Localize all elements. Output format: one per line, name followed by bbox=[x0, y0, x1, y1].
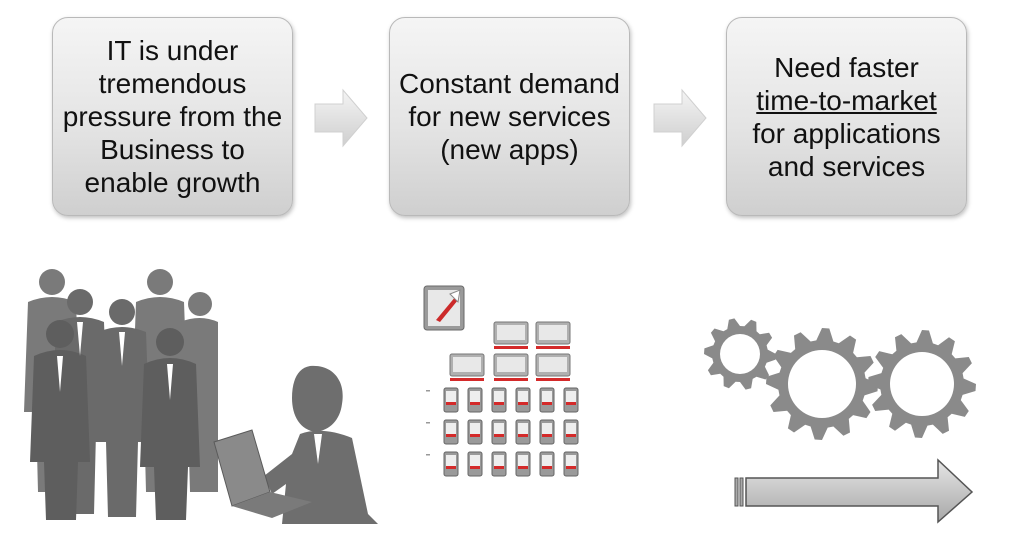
step-box-it-pressure: IT is under tremendous pressure from the… bbox=[52, 17, 293, 216]
business-people-silhouette-icon bbox=[24, 269, 218, 520]
gears-icon bbox=[704, 318, 976, 440]
step-box-time-to-market: Need faster time-to-market for applicati… bbox=[726, 17, 967, 216]
flow-arrow-icon bbox=[653, 88, 707, 148]
step-3-line-1: Need faster bbox=[774, 51, 919, 83]
step-1-text: IT is under tremendous pressure from the… bbox=[62, 35, 283, 198]
step-3-text: Need faster time-to-market for applicati… bbox=[735, 51, 958, 183]
speed-arrow-icon bbox=[734, 458, 974, 524]
gear-icon bbox=[766, 328, 878, 440]
step-box-demand: Constant demand for new services (new ap… bbox=[389, 17, 630, 216]
app-devices-grid-icon bbox=[423, 285, 579, 477]
step-3-line-3: for applications and services bbox=[752, 117, 941, 182]
step-3-underlined: time-to-market bbox=[756, 84, 937, 116]
step-2-text: Constant demand for new services (new ap… bbox=[398, 68, 621, 165]
flow-arrow-icon bbox=[314, 88, 368, 148]
gear-icon bbox=[704, 318, 776, 390]
gear-icon bbox=[868, 330, 976, 438]
laptop-user-silhouette-icon bbox=[213, 365, 378, 524]
rocket-app-icon bbox=[423, 285, 465, 331]
